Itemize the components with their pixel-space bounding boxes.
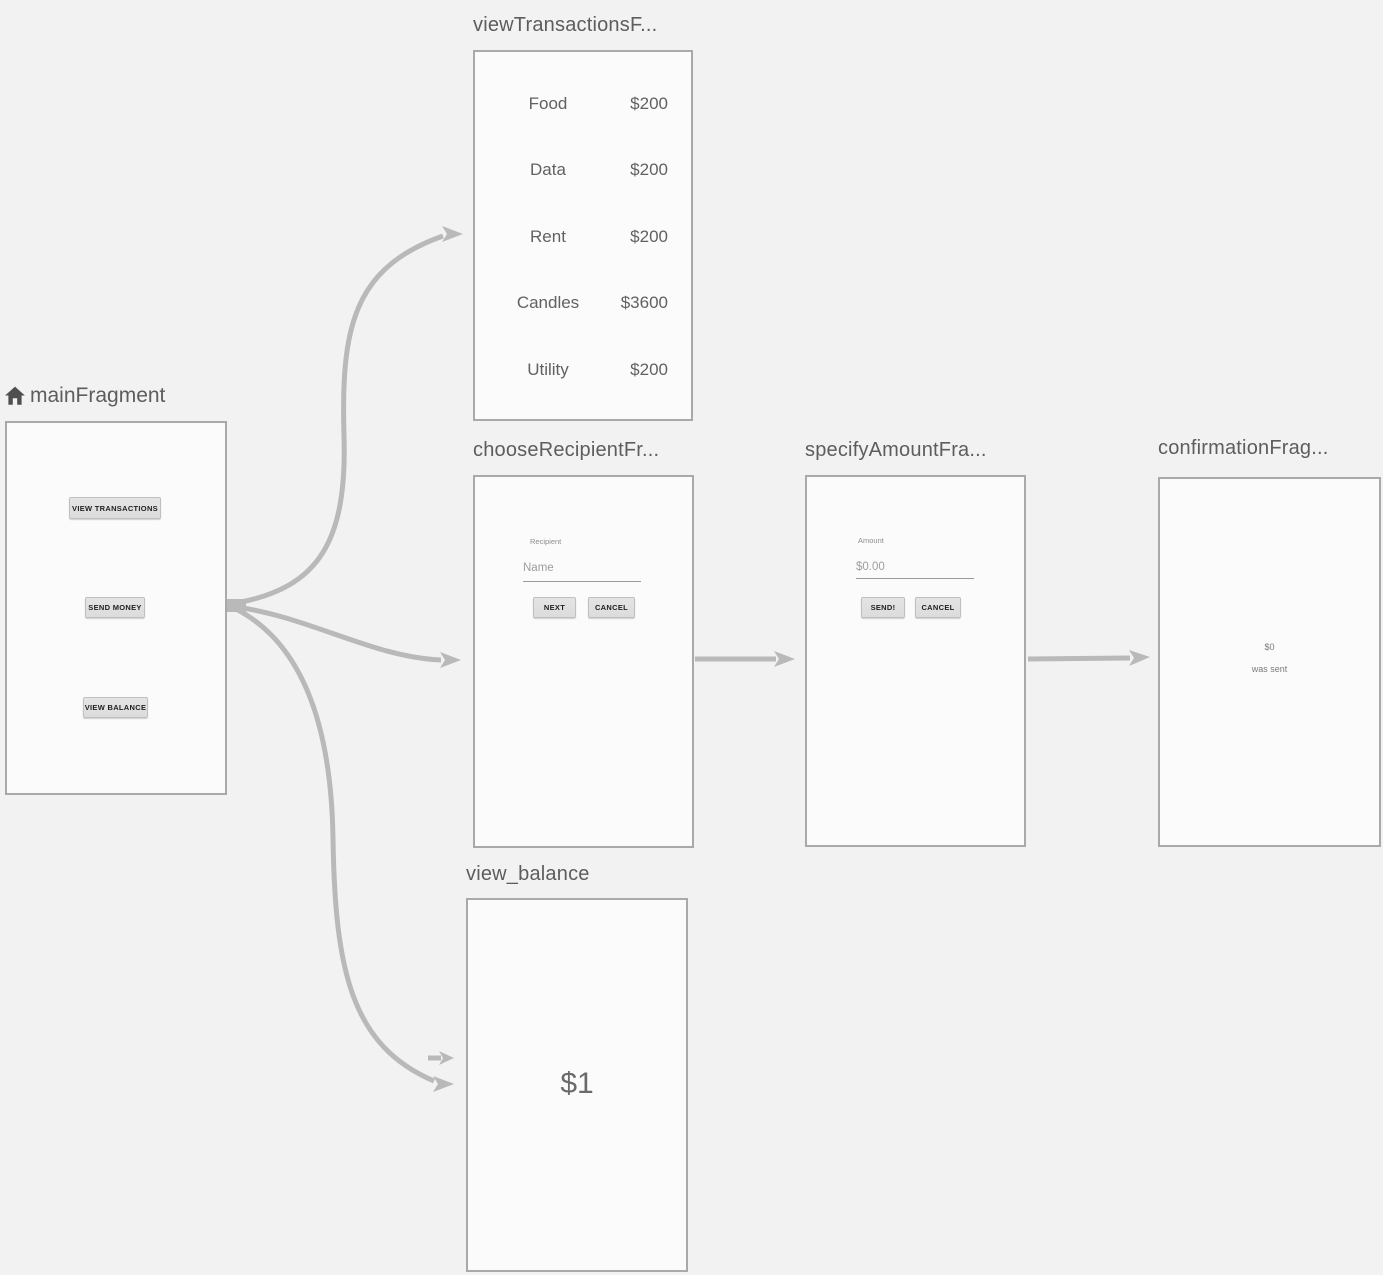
transaction-amount: $200 xyxy=(630,94,668,113)
transaction-label: Food xyxy=(528,94,568,113)
transaction-amount: $3600 xyxy=(620,293,668,312)
transaction-row: Data $200 xyxy=(475,159,691,181)
action-specify-amount-to-confirmation[interactable] xyxy=(1027,650,1150,666)
arrowhead-icon xyxy=(439,1051,454,1065)
recipient-name-input: Name xyxy=(523,562,554,574)
fragment-title: mainFragment xyxy=(30,384,166,407)
transaction-label: Utility xyxy=(527,360,569,379)
arrowhead-icon xyxy=(774,651,795,667)
arrowhead-icon xyxy=(442,226,463,242)
amount-input: $0.00 xyxy=(856,561,885,573)
specify-amount-fragment-title[interactable]: specifyAmountFra... xyxy=(805,439,987,461)
transaction-label: Data xyxy=(530,160,566,179)
recipient-field-label: Recipient xyxy=(530,537,562,546)
action-into-view-balance-stub[interactable] xyxy=(428,1051,454,1065)
arrowhead-icon xyxy=(1129,650,1150,666)
confirmation-amount-text: $0 xyxy=(1264,642,1275,652)
specify-amount-fragment-card[interactable]: Amount $0.00 SEND! CANCEL xyxy=(805,475,1026,847)
view-transactions-fragment-card[interactable]: Food $200 Data $200 Rent $200 Candles $3… xyxy=(473,50,693,421)
transaction-amount: $200 xyxy=(630,360,668,379)
arrowhead-icon xyxy=(440,652,461,668)
action-main-to-view-transactions[interactable] xyxy=(235,226,463,606)
transaction-amount: $200 xyxy=(630,227,668,246)
next-button: NEXT xyxy=(533,597,576,618)
transaction-row: Utility $200 xyxy=(475,359,691,381)
transaction-row: Candles $3600 xyxy=(475,292,691,314)
view-balance-button: VIEW BALANCE xyxy=(83,697,148,718)
transaction-amount: $200 xyxy=(630,160,668,179)
home-icon xyxy=(5,386,25,405)
confirmation-message-text: was sent xyxy=(1251,664,1288,674)
send-money-button: SEND MONEY xyxy=(85,597,145,618)
cancel-button: CANCEL xyxy=(588,597,635,618)
transaction-row: Rent $200 xyxy=(475,226,691,248)
input-underline xyxy=(856,578,974,579)
view-balance-fragment-card[interactable]: $1 xyxy=(466,898,688,1272)
view-transactions-button: VIEW TRANSACTIONS xyxy=(69,497,161,519)
confirmation-fragment-card[interactable]: $0 was sent xyxy=(1158,477,1381,847)
input-underline xyxy=(523,581,641,582)
main-fragment-card[interactable]: VIEW TRANSACTIONS SEND MONEY VIEW BALANC… xyxy=(5,421,227,795)
confirmation-fragment-title[interactable]: confirmationFrag... xyxy=(1158,437,1329,459)
transaction-label: Rent xyxy=(530,227,566,246)
action-main-to-view-balance[interactable] xyxy=(234,606,454,1092)
action-choose-recipient-to-specify-amount[interactable] xyxy=(695,651,795,667)
choose-recipient-fragment-card[interactable]: Recipient Name NEXT CANCEL xyxy=(473,475,694,848)
arrowhead-icon xyxy=(433,1076,454,1092)
main-fragment-header[interactable]: mainFragment xyxy=(4,384,165,408)
view-balance-fragment-title[interactable]: view_balance xyxy=(466,863,590,885)
action-main-to-choose-recipient[interactable] xyxy=(235,604,461,668)
balance-amount-text: $1 xyxy=(560,1067,594,1100)
send-button: SEND! xyxy=(861,597,905,618)
view-transactions-fragment-title[interactable]: viewTransactionsF... xyxy=(473,14,658,36)
amount-field-label: Amount xyxy=(858,536,884,545)
choose-recipient-fragment-title[interactable]: chooseRecipientFr... xyxy=(473,439,660,461)
transaction-label: Candles xyxy=(516,293,580,312)
transaction-row: Food $200 xyxy=(475,93,691,115)
cancel-button: CANCEL xyxy=(915,597,961,618)
